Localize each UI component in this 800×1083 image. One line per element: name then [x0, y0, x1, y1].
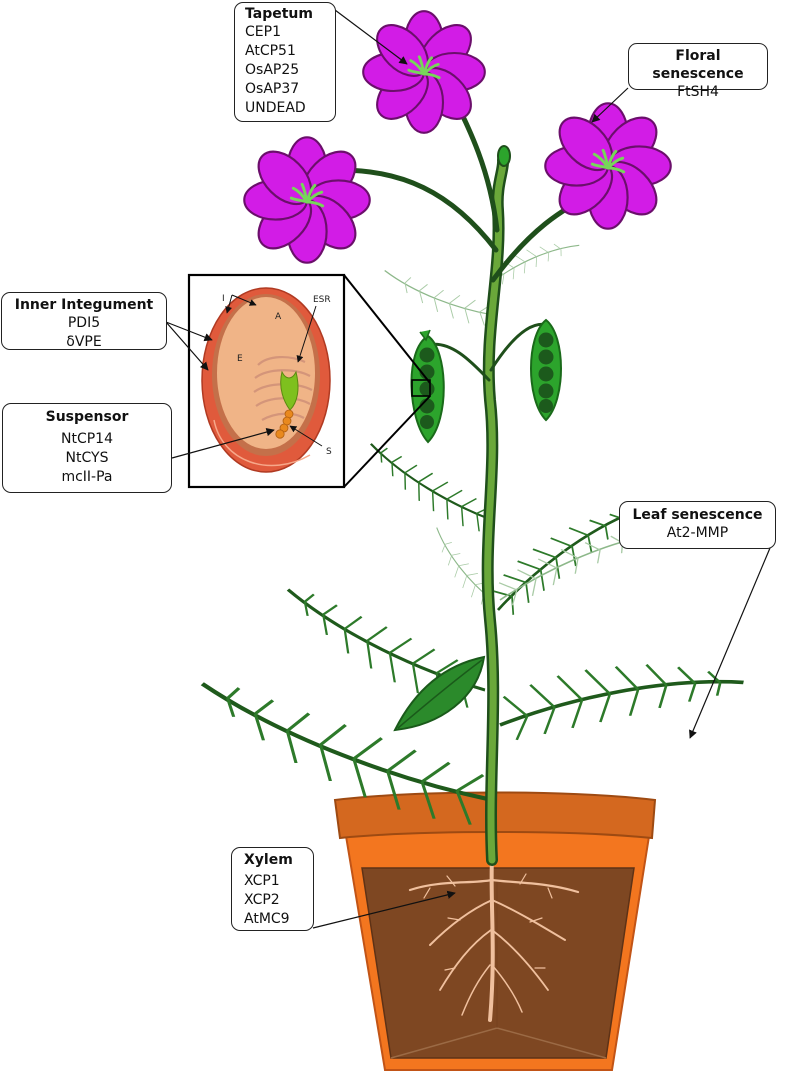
gene-label: UNDEAD	[245, 100, 306, 116]
gene-label: OsAP37	[245, 81, 300, 97]
seed-label-integument: I	[222, 294, 225, 304]
seed-label-esr: ESR	[313, 295, 331, 305]
gene-label: CEP1	[245, 24, 281, 40]
gene-label: mcII-Pa	[61, 469, 113, 485]
seed-label-aleurone: A	[275, 312, 282, 322]
callout-xylem: Xylem XCP1 XCP2 AtMC9	[231, 847, 314, 931]
callout-leaf-senescence: Leaf senescence At2-MMP	[619, 501, 776, 549]
gene-label: FtSH4	[677, 84, 719, 100]
callout-pointers	[165, 9, 771, 929]
roots	[408, 856, 580, 1022]
flower-top	[361, 9, 487, 135]
callout-leaf-title: Leaf senescence	[632, 507, 763, 523]
gene-label: NtCP14	[61, 431, 113, 447]
flower-right	[543, 101, 673, 231]
gene-label: δVPE	[66, 334, 102, 350]
callout-inner-integument: Inner Integument PDI5 δVPE	[1, 292, 167, 350]
fern-leaves	[185, 227, 745, 838]
gene-label: At2-MMP	[666, 525, 729, 541]
gene-label: AtCP51	[245, 43, 296, 59]
flower-left	[242, 135, 372, 265]
pea-pod-right	[530, 318, 562, 422]
seed-label-suspensor: S	[326, 447, 332, 457]
gene-label: NtCYS	[65, 450, 109, 466]
gene-label: XCP2	[244, 892, 280, 908]
callout-tapetum-title: Tapetum	[245, 6, 313, 22]
callout-tapetum: Tapetum CEP1 AtCP51 OsAP25 OsAP37 UNDEAD	[234, 2, 336, 122]
gene-label: XCP1	[244, 873, 280, 889]
callout-suspensor: Suspensor NtCP14 NtCYS mcII-Pa	[2, 403, 172, 493]
seed-inset: I A E ESR S	[187, 273, 431, 489]
seed-label-endosperm: E	[237, 354, 243, 364]
gene-label: PDI5	[67, 315, 101, 331]
gene-label: OsAP25	[245, 62, 300, 78]
callout-suspensor-title: Suspensor	[45, 409, 129, 425]
pea-pod-left	[410, 329, 445, 444]
callout-floral-title: Floral senescence	[652, 48, 744, 82]
callout-xylem-title: Xylem	[244, 852, 293, 868]
gene-label: AtMC9	[244, 911, 290, 927]
callout-floral-senescence: Floral senescence FtSH4	[628, 43, 768, 100]
callout-inner-title: Inner Integument	[14, 297, 154, 313]
